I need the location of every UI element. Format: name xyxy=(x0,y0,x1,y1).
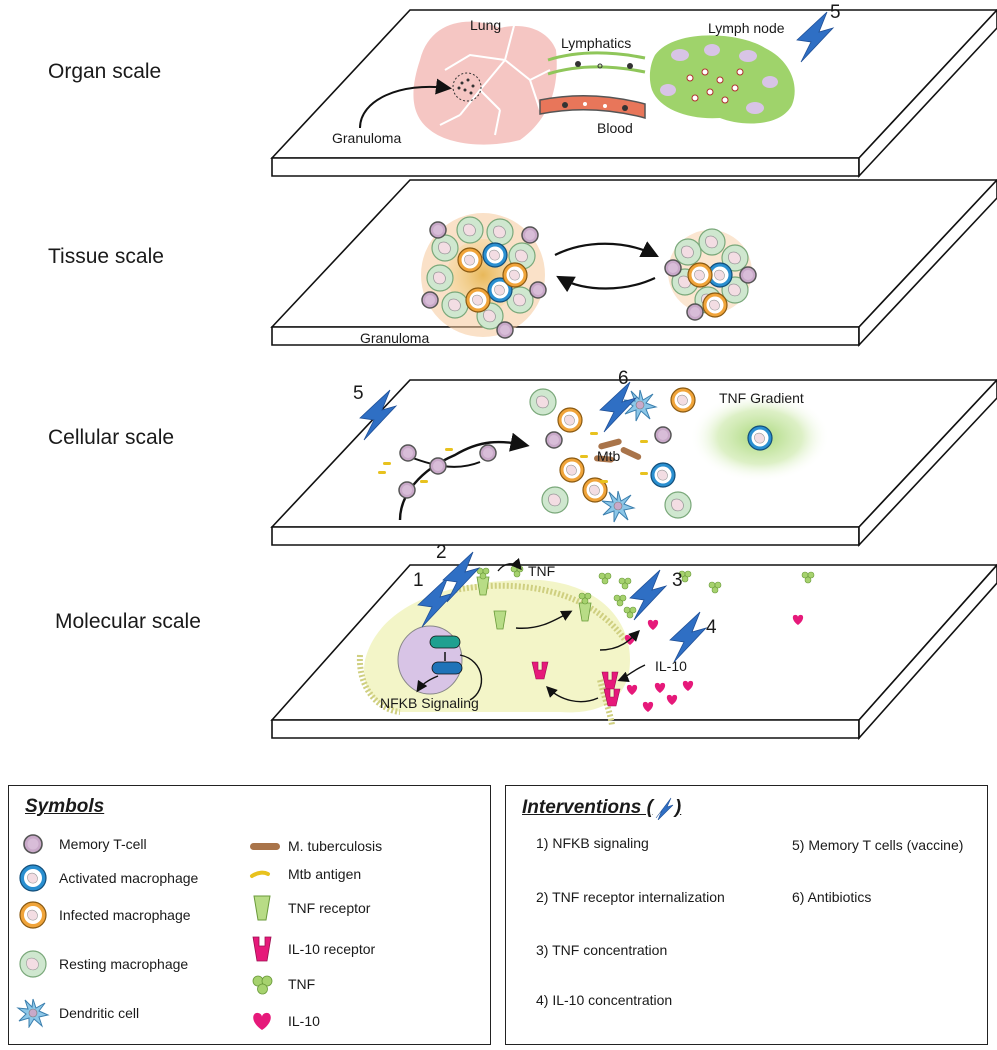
legend-item: M. tuberculosis xyxy=(244,831,382,861)
t-cell-expansion xyxy=(378,432,530,521)
interventions-legend: Interventions ( ) 1) NFKB signaling 2) T… xyxy=(505,785,988,1045)
legend-label: Infected macrophage xyxy=(59,907,191,923)
tnf-icon xyxy=(252,975,273,995)
resting-macrophage-icon xyxy=(19,950,47,978)
tissue-plate xyxy=(270,178,997,348)
intervention-number: 5 xyxy=(830,2,841,23)
granuloma-arrow xyxy=(359,78,452,129)
legend-label: Activated macrophage xyxy=(59,870,199,886)
tnf-receptors xyxy=(476,557,592,630)
intervention-item: 6) Antibiotics xyxy=(792,889,872,905)
mtb-icon xyxy=(250,843,280,850)
blood-label: Blood xyxy=(597,120,633,136)
tnf-receptor-icon xyxy=(253,895,271,921)
organ-scale-label: Organ scale xyxy=(48,60,162,83)
intervention-number: 3 xyxy=(672,570,683,591)
legend-item: Mtb antigen xyxy=(244,859,361,889)
mtb-antigen-icon xyxy=(250,870,270,878)
lung-label: Lung xyxy=(470,17,502,33)
dendritic-cell-icon xyxy=(16,998,50,1028)
il10-system xyxy=(531,614,804,712)
intervention-item: 3) TNF concentration xyxy=(536,942,668,958)
legend-label: TNF receptor xyxy=(288,900,371,916)
nucleus xyxy=(397,625,483,701)
intervention-item: 5) Memory T cells (vaccine) xyxy=(792,837,964,853)
symbols-legend: Symbols Memory T-cell Activated macropha… xyxy=(8,785,491,1045)
intervention-number: 6 xyxy=(618,368,629,389)
blood-vessel xyxy=(539,94,646,119)
tissue-granuloma-label: Granuloma xyxy=(360,330,430,346)
interventions-title-text: Interventions ( xyxy=(522,797,653,818)
tnf-gradient-label: TNF Gradient xyxy=(719,390,804,406)
legend-item: Infected macrophage xyxy=(15,900,191,930)
intervention-number: 4 xyxy=(706,617,717,638)
intervention-item: 2) TNF receptor internalization xyxy=(536,889,725,905)
infection-site xyxy=(529,387,696,523)
symbols-title: Symbols xyxy=(25,796,105,817)
legend-item: TNF xyxy=(244,969,315,999)
legend-item: Memory T-cell xyxy=(15,829,147,859)
lightning-icon xyxy=(655,797,674,820)
interventions-title: Interventions ( ) xyxy=(522,796,681,820)
lung-organ xyxy=(413,21,557,145)
tnf-label: TNF xyxy=(528,563,556,579)
legend-item: TNF receptor xyxy=(244,893,370,923)
legend-label: Mtb antigen xyxy=(288,866,362,882)
legend-item: IL-10 xyxy=(244,1006,320,1036)
small-granuloma xyxy=(664,228,757,321)
mtb-label: Mtb xyxy=(597,448,621,464)
legend-label: Dendritic cell xyxy=(59,1005,140,1021)
legend-label: Resting macrophage xyxy=(59,956,189,972)
intervention-number: 5 xyxy=(353,383,364,404)
tnf-gradient-zone xyxy=(690,392,830,482)
molecular-scale-label: Molecular scale xyxy=(55,610,201,633)
multiscale-diagram xyxy=(270,8,997,741)
legend-item: IL-10 receptor xyxy=(244,934,375,964)
nfkb-label: NFKB Signaling xyxy=(380,695,479,711)
legend-label: Memory T-cell xyxy=(59,836,147,852)
lymphatic-vessel xyxy=(547,51,646,76)
intervention-item: 1) NFKB signaling xyxy=(536,835,649,851)
legend-label: M. tuberculosis xyxy=(288,838,383,854)
cellular-scale-label: Cellular scale xyxy=(48,426,175,449)
il10-receptor-icon xyxy=(252,936,272,962)
legend-label: TNF xyxy=(288,976,316,992)
activated-macrophage-icon xyxy=(19,864,47,892)
intervention-number: 2 xyxy=(436,542,447,563)
tissue-transition-arrows xyxy=(554,241,659,293)
il10-icon xyxy=(253,1012,271,1030)
tissue-scale-label: Tissue scale xyxy=(48,245,164,268)
lymph-node xyxy=(649,35,795,124)
organ-plate xyxy=(270,8,997,179)
infected-macrophage-icon xyxy=(19,901,47,929)
legend-item: Dendritic cell xyxy=(15,998,139,1028)
lymphatics-label: Lymphatics xyxy=(561,35,632,51)
legend-item: Activated macrophage xyxy=(15,863,198,893)
organ-granuloma-label: Granuloma xyxy=(332,130,402,146)
legend-item: Resting macrophage xyxy=(15,949,188,979)
memory-t-cell-icon xyxy=(23,834,43,854)
intervention-item: 4) IL-10 concentration xyxy=(536,992,673,1008)
legend-label: IL-10 receptor xyxy=(288,941,376,957)
legend-label: IL-10 xyxy=(288,1013,320,1029)
large-granuloma xyxy=(421,213,547,339)
intervention-number: 1 xyxy=(413,570,424,591)
il10-label: IL-10 xyxy=(655,658,687,674)
interventions-title-close: ) xyxy=(674,797,682,818)
lymph-node-label: Lymph node xyxy=(708,20,785,36)
